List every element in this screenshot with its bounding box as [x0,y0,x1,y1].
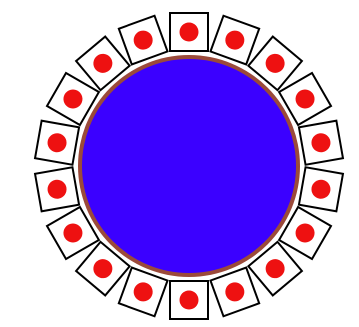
ring-square [119,268,168,317]
red-dot [180,23,199,42]
ring-square [170,281,208,319]
red-dot [180,291,199,310]
ring-square [210,16,259,65]
ring-square [35,121,79,165]
ring-square [299,167,343,211]
ring-square [119,16,168,65]
ring-square [210,268,259,317]
ring-square [299,121,343,165]
ring-square [170,13,208,51]
ring-square [35,167,79,211]
central-circle [82,59,296,273]
